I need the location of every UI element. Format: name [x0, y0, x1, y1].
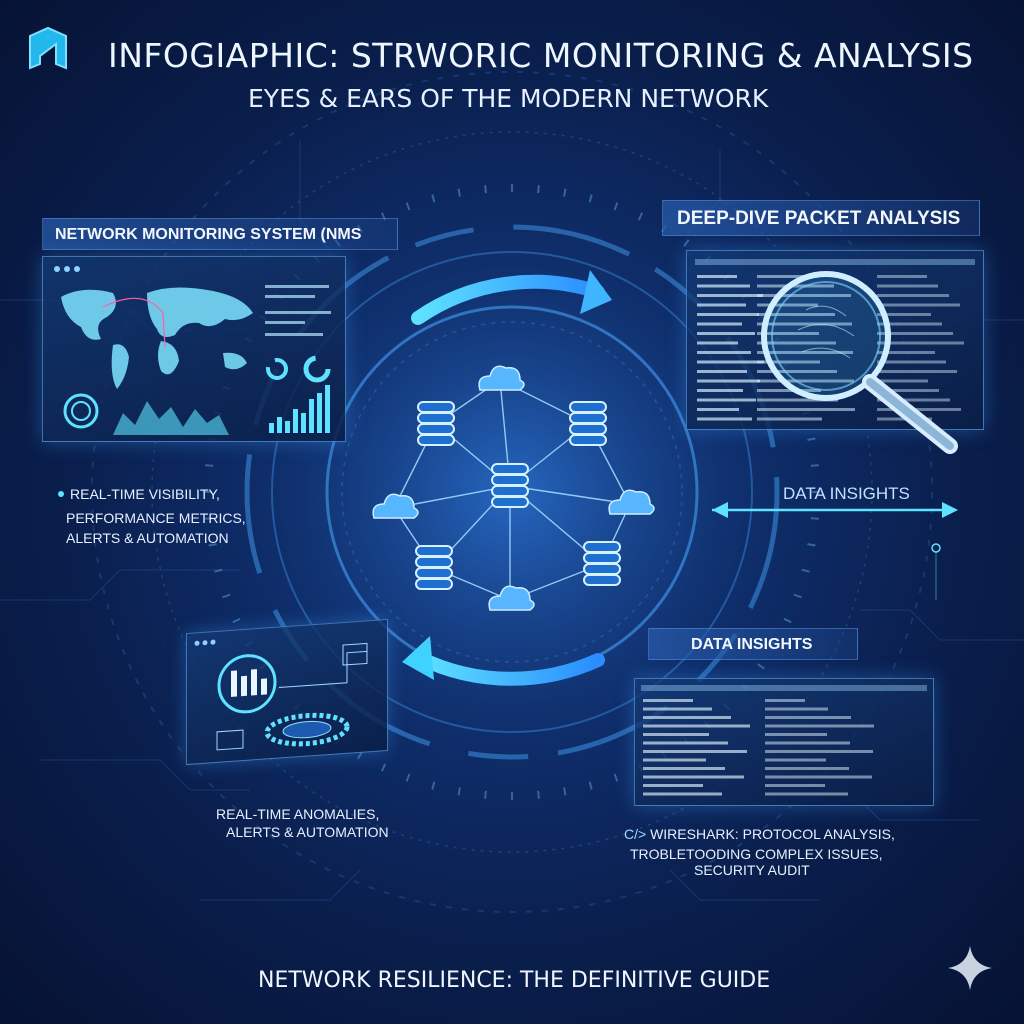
nms-bullet-dot	[58, 484, 64, 502]
network-diagram	[372, 365, 655, 611]
deep-dive-label: DEEP-DIVE PACKET ANALYSIS	[662, 200, 980, 236]
database-icon	[491, 463, 529, 508]
wireshark-line-2: TROBLETOODING COMPLEX ISSUES,	[630, 846, 883, 862]
magnifier-icon	[742, 260, 1002, 460]
terminal-prompt-icon: C/>	[624, 826, 647, 842]
cloud-icon	[608, 489, 655, 515]
terminal-log-screen	[634, 678, 934, 806]
wireshark-line-1: WIRESHARK: PROTOCOL ANALYSIS,	[650, 826, 895, 842]
cloud-icon	[488, 585, 535, 611]
log-lines	[641, 685, 927, 796]
cloud-icon	[372, 493, 419, 519]
database-icon	[415, 545, 453, 590]
database-icon	[583, 541, 621, 586]
n-logo-icon	[22, 24, 74, 76]
nms-feature-line-1: REAL-TIME VISIBILITY,	[70, 486, 220, 502]
data-insights-label: DATA INSIGHTS	[648, 628, 858, 660]
database-icon	[417, 401, 455, 446]
world-map-icon	[61, 287, 253, 389]
nms-feature-line-2: PERFORMANCE METRICS,	[66, 510, 246, 526]
nms-label: NETWORK MONITORING SYSTEM (NMS	[42, 218, 398, 250]
anomalies-line-2: ALERTS & AUTOMATION	[226, 824, 389, 840]
anomaly-device-screen	[186, 618, 388, 766]
anomalies-line-1: REAL-TIME ANOMALIES,	[216, 806, 380, 822]
page-subtitle: EYES & EARS OF THE MODERN NETWORK	[248, 84, 769, 113]
sparkle-icon	[946, 944, 994, 992]
footer-title: NETWORK RESILIENCE: THE DEFINITIVE GUIDE	[258, 968, 771, 993]
data-insights-arrow-label: DATA INSIGHTS	[783, 484, 910, 503]
nms-feature-line-3: ALERTS & AUTOMATION	[66, 530, 229, 546]
cloud-icon	[478, 365, 525, 391]
nms-dashboard-screen	[42, 256, 346, 442]
page-title: INFOGIAPHIC: STRWORIC MONITORING & ANALY…	[108, 36, 974, 75]
database-icon	[569, 401, 607, 446]
wireshark-line-3: SECURITY AUDIT	[694, 862, 810, 878]
